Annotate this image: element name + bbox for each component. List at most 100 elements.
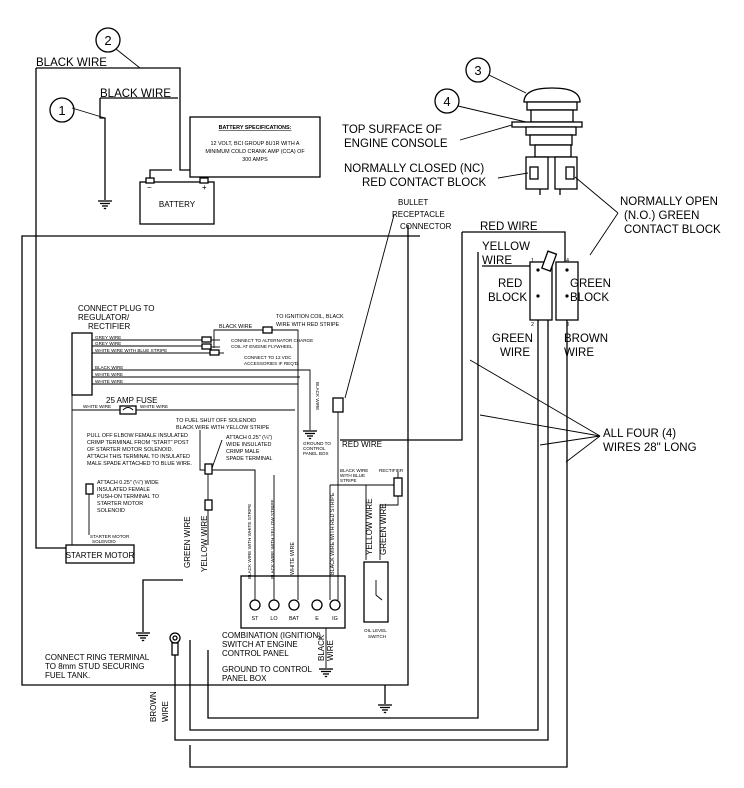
diagram-label: GREY WIRE — [95, 335, 121, 340]
combination-ignition-switch: BLACK WIRE WITH WHITE STRIPE BLACK WIRE … — [222, 415, 346, 683]
diagram-label: CONNECT TO ALTERNATOR CHARGE — [231, 338, 313, 343]
diagram-label: STRIPE — [340, 478, 357, 483]
diagram-label: WIRE — [161, 701, 170, 722]
diagram-label: RED CONTACT BLOCK — [362, 177, 487, 189]
red-block — [529, 261, 553, 321]
battery-section: BLACK WIRE BLACK WIRE BATTERY − + — [35, 57, 215, 549]
diagram-label: STARTER MOTOR — [66, 551, 135, 560]
starter-motor-box — [65, 544, 135, 564]
diagram-label: CONNECTOR — [400, 222, 452, 231]
diagram-label: TOP SURFACE OF — [342, 124, 442, 136]
diagram-label: CRIMP MALE — [226, 449, 260, 455]
diagram-label: ALL FOUR (4) — [603, 428, 676, 440]
diagram-label: BLACK WIRE WITH YELLOW STRIPE — [176, 425, 270, 431]
bullet-receptacle — [332, 397, 344, 413]
callout-3: 3 — [465, 57, 527, 94]
diagram-label: ATTACH 0.25" (¼") — [226, 435, 272, 441]
diagram-label: OIL LEVEL — [364, 628, 387, 633]
rectifier-oil-switch: BLACK WIRE WITH BLUE STRIPE RECTIFIER YE… — [330, 468, 404, 639]
ring-terminal: CONNECT RING TERMINAL TO 8mm STUD SECURI… — [45, 632, 181, 722]
diagram-label: WIRE — [564, 347, 594, 359]
switch-contact-area: RED WIRE YELLOW WIRE 1 4 2 3 RED BLOCK G… — [174, 221, 697, 768]
diagram-label: SWITCH — [368, 634, 386, 639]
diagram-label: ATTACH THIS TERMINAL TO INSULATED — [87, 454, 190, 460]
diagram-label: WIDE INSULATED — [226, 442, 272, 448]
battery-spec-box: BATTERY SPECIFICATIONS: 12 VOLT, BCI GRO… — [189, 116, 321, 178]
diagram-label: RED WIRE — [480, 221, 538, 233]
diagram-label: RECEPTACLE — [392, 210, 445, 219]
diagram-label: (N.O.) GREEN — [624, 210, 699, 222]
diagram-label: GREEN — [570, 278, 611, 290]
diagram-label: WHITE WIRE — [290, 542, 296, 575]
diagram-label: TO FUEL SHUT OFF SOLENOID — [176, 418, 256, 424]
diagram-label: RECTIFIER — [379, 468, 404, 473]
diagram-label: 4 — [443, 94, 450, 109]
diagram-label: COMBINATION (IGNITION) — [222, 631, 321, 640]
diagram-label: BLACK WIRE — [219, 324, 253, 330]
diagram-label: YELLOW WIRE — [200, 516, 209, 572]
diagram-label: 1 — [58, 103, 65, 118]
diagram-label: 1 — [531, 258, 534, 264]
diagram-label: 25 AMP FUSE — [106, 396, 157, 405]
diagram-label: WIRE — [326, 640, 335, 661]
diagram-label: BATTERY SPECIFICATIONS: — [219, 125, 292, 131]
diagram-label: TO 8mm STUD SECURING — [45, 662, 144, 671]
diagram-label: BLACK WIRE — [340, 468, 368, 473]
diagram-label: E — [315, 616, 319, 622]
diagram-label: WIRE — [500, 347, 530, 359]
diagram-label: WIRES 28" LONG — [603, 442, 697, 454]
diagram-label: STARTER MOTOR — [97, 501, 143, 507]
diagram-label: WHITE WIRE — [95, 372, 123, 377]
diagram-label: TO IGNITION COIL, BLACK — [276, 314, 344, 320]
control-panel-box — [21, 225, 420, 686]
bullet-connector-plug — [540, 250, 558, 272]
diagram-label: NORMALLY OPEN — [620, 196, 718, 208]
diagram-label: WIRE — [482, 255, 512, 267]
diagram-label: PANEL BOX — [222, 674, 267, 683]
diagram-label: 2 — [104, 33, 111, 48]
diagram-label: SPADE TERMINAL — [226, 456, 273, 462]
diagram-label: YELLOW — [482, 241, 530, 253]
rectifier-diode — [393, 477, 403, 497]
fuse-25-amp: 25 AMP FUSE WHITE WIRE WHITE WIRE — [71, 395, 295, 545]
diagram-label: WIRE WITH RED STRIPE — [276, 322, 340, 328]
diagram-label: WITH BLUE — [340, 473, 365, 478]
diagram-label: BLOCK — [488, 292, 527, 304]
diagram-label: CONNECT TO 12 VDC — [244, 355, 292, 360]
diagram-label: GREEN WIRE — [379, 503, 388, 555]
black-wire-battery-label: BLACK WIRE — [100, 88, 171, 100]
diagram-label: SWITCH AT ENGINE — [222, 640, 298, 649]
diagram-label: PULL OFF ELBOW FEMALE INSULATED — [87, 433, 188, 439]
starter-motor-group: ATTACH 0.25" (¼") WIDE INSULATED FEMALE … — [65, 480, 159, 564]
console-surface — [511, 121, 583, 128]
diagram-label: GREEN WIRE — [183, 516, 192, 568]
diagram-label: INSULATED FEMALE — [97, 487, 150, 493]
diagram-label: WHITE WIRE WITH BLUE STRIPE — [95, 348, 167, 353]
diagram-label: COIL AT ENGINE FLYWHEEL — [231, 344, 293, 349]
diagram-label: BROWN — [149, 691, 158, 722]
diagram-label: PUSH-ON TERMINAL TO — [97, 494, 159, 500]
kill-switch-assembly — [511, 87, 583, 195]
diagram-label: YELLOW WIRE — [365, 499, 374, 555]
diagram-label: BROWN — [564, 333, 608, 345]
diagram-label: RED WIRE — [342, 440, 382, 449]
push-button-cap — [523, 87, 581, 103]
diagram-label: ACCESSORIES IF REQ'D. — [244, 361, 299, 366]
diagram-label: WHITE WIRE — [95, 379, 123, 384]
diagram-label: CONTROL PANEL — [222, 649, 289, 658]
diagram-label: REGULATOR/ — [78, 313, 130, 322]
black-wire-top-label: BLACK WIRE — [36, 57, 107, 69]
diagram-label: LO — [270, 616, 277, 622]
diagram-label: 3 — [474, 63, 481, 78]
diagram-label: BATTERY — [159, 200, 196, 209]
diagram-label: BAT — [289, 616, 300, 622]
diagram-label: BLACK WIRE WITH RED STRIPE — [330, 492, 336, 575]
regulator-plug — [71, 332, 93, 396]
diagram-label: CONNECT PLUG TO — [78, 304, 154, 313]
diagram-label: BLACK WIRE WITH WHITE STRIPE — [247, 504, 252, 579]
diagram-label: ATTACH 0.25" (¼") WIDE — [97, 480, 159, 486]
diagram-label: BLACK WIRE WITH YELLOW STRIPE — [270, 499, 275, 579]
diagram-label: ST — [252, 616, 260, 622]
diagram-label: GREEN — [492, 333, 533, 345]
diagram-label: OF STARTER MOTOR SOLENOID. — [87, 447, 173, 453]
